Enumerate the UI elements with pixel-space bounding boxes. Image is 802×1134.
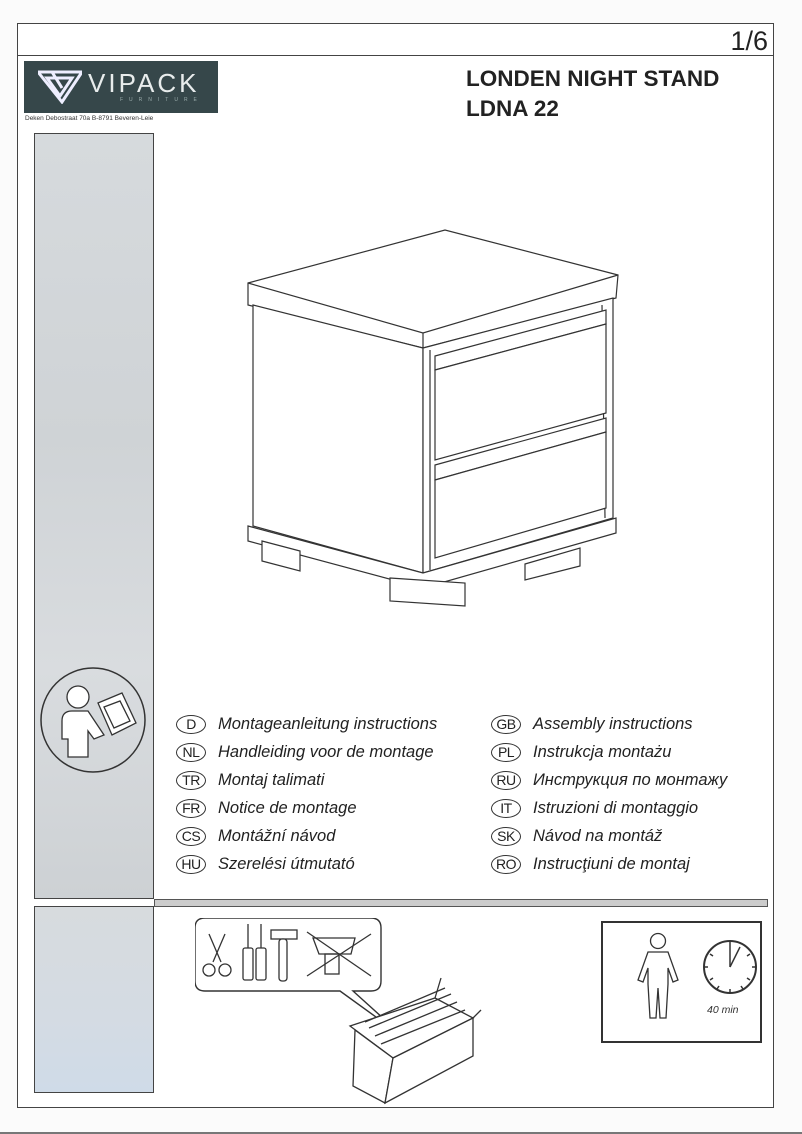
language-item: FR Notice de montage [176,797,357,819]
language-text: Instrucţiuni de montaj [533,854,690,873]
language-text: Instrukcja montażu [533,742,672,761]
night-stand-illustration [247,229,619,607]
hammer-icon [270,929,298,982]
language-text: Montaj talimati [218,770,325,789]
product-title: LONDEN NIGHT STAND LDNA 22 [466,64,719,124]
language-text: Szerelési útmutató [218,854,355,873]
language-code-badge: HU [176,854,206,874]
language-item: NL Handleiding voor de montage [176,741,434,763]
language-item: TR Montaj talimati [176,769,324,791]
language-item: D Montageanleitung instructions [176,713,437,735]
language-item: IT Istruzioni di montaggio [491,797,698,819]
person-icon [637,932,679,1019]
brand-subtitle: FURNITURE [120,97,203,103]
language-code-badge: NL [176,742,206,762]
toolbox-icon [348,977,482,1105]
product-code: LDNA 22 [466,96,559,121]
language-text: Notice de montage [218,798,357,817]
language-text: Montageanleitung instructions [218,714,438,733]
page-bottom-edge [0,1132,802,1134]
header-divider [17,55,774,56]
language-item: GB Assembly instructions [491,713,693,735]
language-item: RU Инструкция по монтажу [491,769,727,791]
language-text: Montážní návod [218,826,336,845]
language-code-badge: TR [176,770,206,790]
language-code-badge: D [176,714,206,734]
scissors-icon [202,933,232,977]
language-code-badge: IT [491,798,521,818]
language-text: Istruzioni di montaggio [533,798,699,817]
brand-name: VIPACK [88,67,200,98]
language-code-badge: GB [491,714,521,734]
language-code-badge: SK [491,826,521,846]
language-code-badge: PL [491,742,521,762]
clock-icon [703,940,757,994]
page-number: 1/6 [730,26,768,56]
side-panel-bottom [34,906,154,1093]
language-code-badge: RU [491,770,521,790]
language-code-badge: RO [491,854,521,874]
company-address: Deken Debostraat 70a B-8791 Beveren-Leie [25,115,154,122]
vipack-logo: VIPACK FURNITURE [24,61,218,113]
language-item: PL Instrukcja montażu [491,741,671,763]
language-item: HU Szerelési útmutató [176,853,355,875]
language-code-badge: FR [176,798,206,818]
no-power-drill-icon [306,931,372,977]
language-text: Инструкция по монтажу [533,770,728,789]
language-text: Návod na montáž [533,826,663,845]
language-text: Assembly instructions [533,714,693,733]
product-name: LONDEN NIGHT STAND [466,66,720,91]
screwdriver-icon [242,924,267,981]
language-text: Handleiding voor de montage [218,742,434,761]
language-item: SK Návod na montáž [491,825,662,847]
vipack-v-logo-icon [38,70,82,104]
language-item: CS Montážní návod [176,825,335,847]
language-item: RO Instrucţiuni de montaj [491,853,690,875]
section-divider-bar [154,899,768,907]
assembly-time-label: 40 min [707,1004,739,1016]
language-code-badge: CS [176,826,206,846]
required-tools-illustration [195,918,482,1105]
person-reading-manual-icon [40,667,146,773]
side-panel-top [34,133,154,899]
